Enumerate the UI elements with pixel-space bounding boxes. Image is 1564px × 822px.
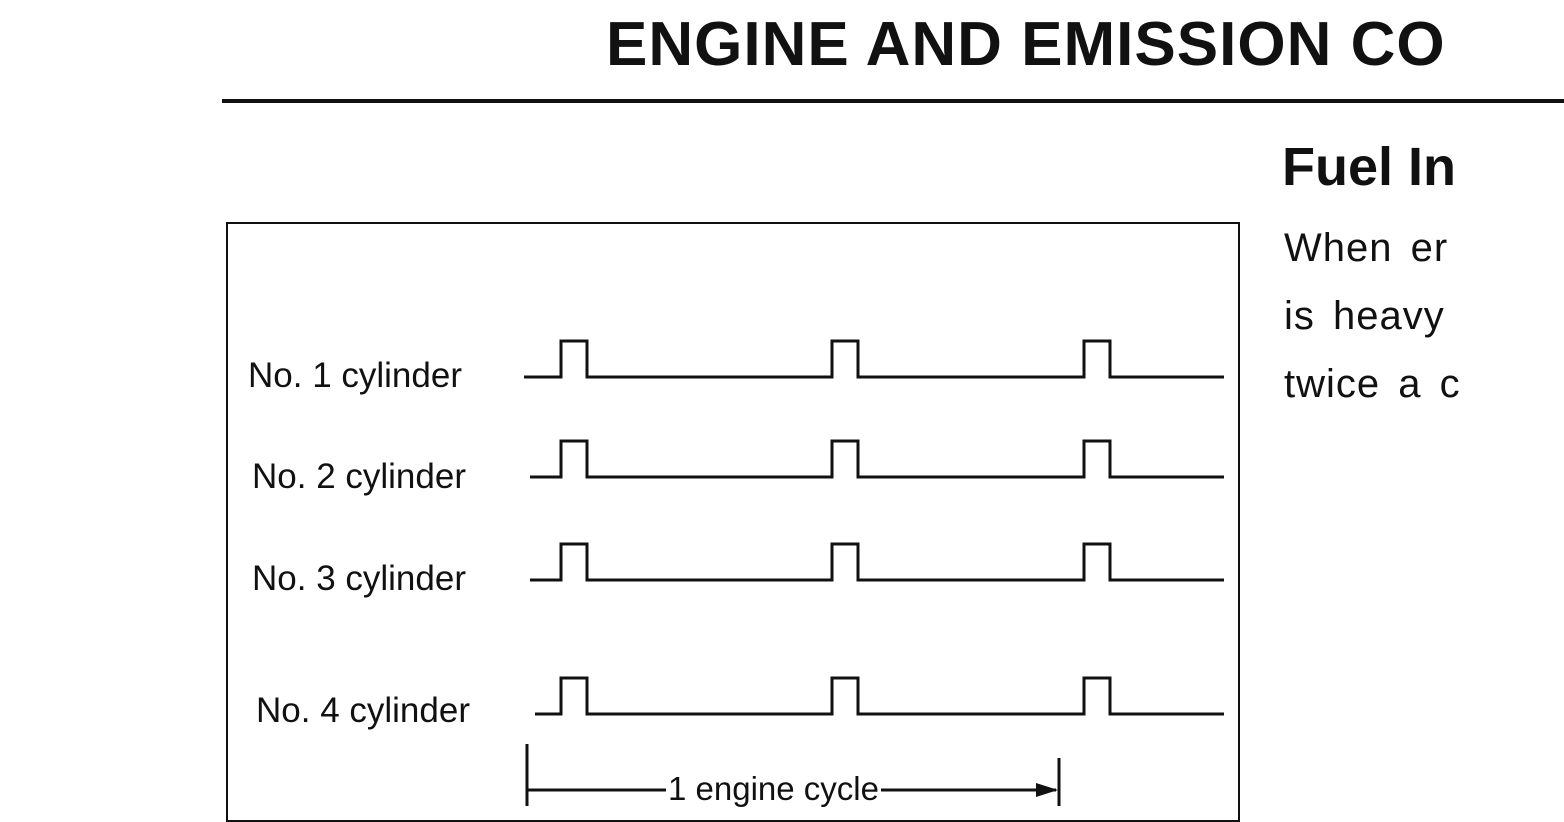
body-line-2: is heavy — [1284, 294, 1445, 338]
cylinder-3-waveform — [530, 542, 1224, 582]
cycle-arrowhead — [1036, 783, 1058, 797]
cylinder-1-label: No. 1 cylinder — [248, 356, 462, 395]
page-header-title: ENGINE AND EMISSION CO — [606, 10, 1446, 79]
cylinder-4-label: No. 4 cylinder — [256, 691, 470, 730]
cylinder-2-label: No. 2 cylinder — [252, 457, 466, 496]
cylinder-1-waveform — [524, 339, 1224, 379]
header-rule — [222, 99, 1564, 103]
section-title: Fuel In — [1282, 137, 1456, 197]
cylinder-3-label: No. 3 cylinder — [252, 559, 466, 598]
cylinder-4-waveform — [535, 676, 1224, 716]
engine-cycle-label: 1 engine cycle — [666, 770, 881, 807]
body-line-1: When er — [1284, 226, 1449, 270]
cylinder-2-waveform — [530, 439, 1224, 479]
body-line-3: twice a c — [1284, 362, 1461, 406]
